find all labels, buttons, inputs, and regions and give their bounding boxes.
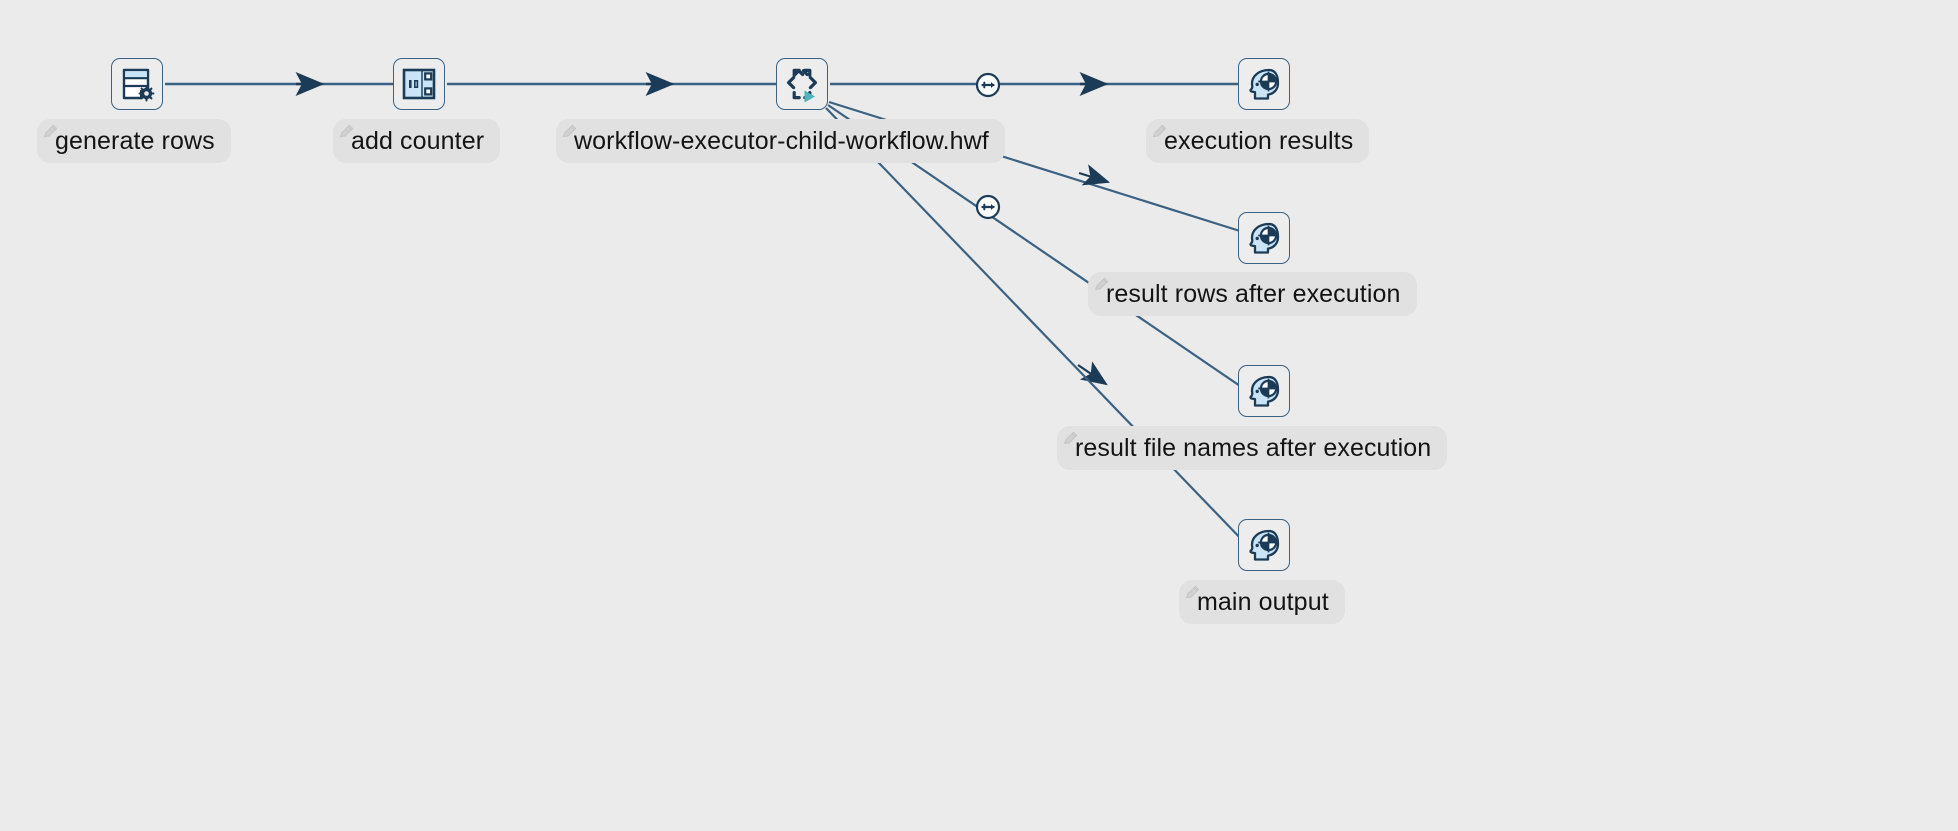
label-text: add counter	[351, 126, 485, 155]
node-workflow-executor[interactable]	[776, 58, 828, 110]
node-main-output[interactable]	[1238, 519, 1290, 571]
loop-arrows-icon	[787, 68, 817, 103]
node-result-file-names[interactable]	[1238, 365, 1290, 417]
label-main-output[interactable]: main output	[1179, 580, 1345, 624]
brain-head-icon	[1249, 529, 1280, 561]
label-workflow-executor[interactable]: workflow-executor-child-workflow.hwf	[556, 119, 1005, 163]
label-text: result file names after execution	[1075, 433, 1432, 462]
label-text: workflow-executor-child-workflow.hwf	[574, 126, 989, 155]
label-text: execution results	[1164, 126, 1354, 155]
label-result-rows[interactable]: result rows after execution	[1088, 272, 1417, 316]
label-text: result rows after execution	[1106, 279, 1401, 308]
label-add-counter[interactable]: add counter	[333, 119, 501, 163]
edge-workflow-executor-to-main-output[interactable]	[825, 107, 1247, 545]
brain-head-icon	[1249, 68, 1280, 100]
arrowhead-icon	[1078, 164, 1111, 186]
play-triangle-icon	[804, 90, 815, 103]
brain-head-icon	[1249, 375, 1280, 407]
node-generate-rows[interactable]	[111, 58, 163, 110]
node-add-counter[interactable]	[393, 58, 445, 110]
node-result-rows[interactable]	[1238, 212, 1290, 264]
brain-head-icon	[1249, 222, 1280, 254]
label-text: generate rows	[55, 126, 215, 155]
label-generate-rows[interactable]: generate rows	[37, 119, 231, 163]
label-result-file-names[interactable]: result file names after execution	[1057, 426, 1448, 470]
hop-copy-icon[interactable]	[975, 194, 1001, 225]
label-execution-results[interactable]: execution results	[1146, 119, 1370, 163]
node-execution-results[interactable]	[1238, 58, 1290, 110]
io-block-icon	[402, 68, 436, 100]
arrowhead-icon	[1077, 361, 1108, 386]
hop-copy-icon[interactable]	[975, 72, 1001, 103]
table-gear-icon	[122, 68, 155, 102]
label-text: main output	[1197, 587, 1329, 616]
